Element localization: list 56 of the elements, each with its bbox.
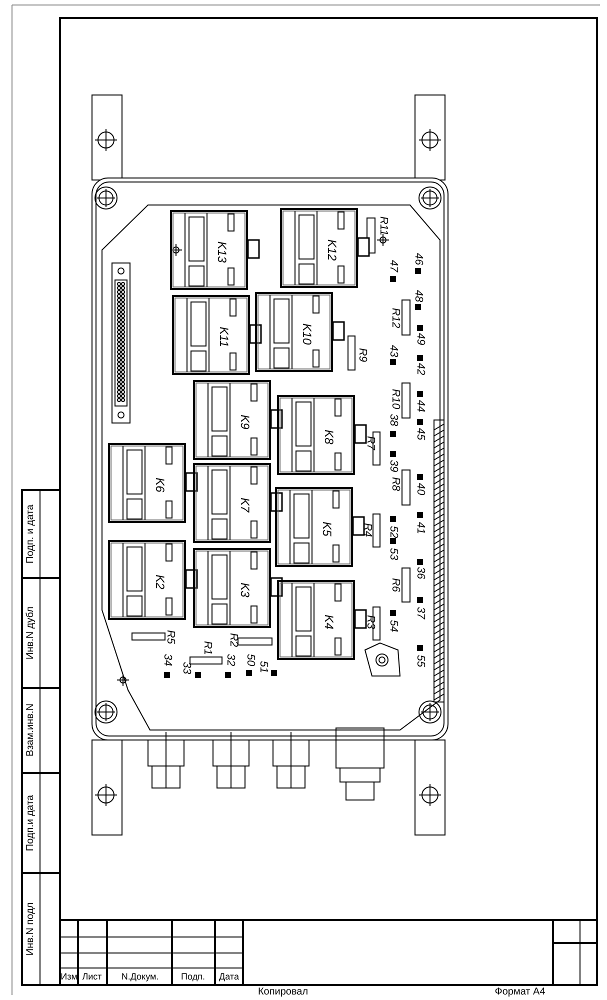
pin-number: 36 — [414, 566, 426, 580]
relay-label: K2 — [154, 574, 166, 590]
relay-label: K4 — [323, 614, 335, 630]
pin-number: 53 — [388, 548, 398, 560]
pin-number: 33 — [180, 662, 192, 674]
title-block-label: N.Докум. — [121, 972, 159, 982]
title-block-label: Взам.инв.N — [26, 704, 36, 756]
pin-number: 50 — [244, 654, 256, 666]
relay-label: K6 — [154, 478, 166, 492]
pin-number: 41 — [414, 522, 426, 534]
pin-number: 42 — [414, 362, 426, 376]
resistor-label: R12 — [390, 308, 400, 328]
resistor-label: R8 — [390, 476, 400, 492]
pin-number: 49 — [414, 332, 426, 346]
pin-number: 32 — [224, 654, 236, 666]
title-block-label: Изм — [60, 972, 78, 982]
resistor-label: R5 — [164, 630, 176, 644]
relay-label: K11 — [218, 326, 230, 348]
title-block-label: Лист — [82, 972, 102, 982]
relay-label: K12 — [326, 239, 338, 261]
pin-number: 34 — [162, 654, 172, 666]
title-block-label: Дата — [219, 972, 239, 982]
pin-number: 51 — [258, 660, 268, 674]
relay-label: K10 — [301, 323, 313, 345]
pin-number: 38 — [388, 414, 398, 426]
title-block-label: Инв.N дубл — [26, 606, 36, 660]
resistor-label: R6 — [390, 578, 400, 592]
relay-label: K7 — [239, 498, 251, 512]
relay-label: K3 — [239, 582, 251, 598]
resistor-label: R11 — [378, 216, 388, 236]
pin-number: 37 — [414, 606, 426, 620]
pin-number: 47 — [388, 260, 398, 272]
format-note: Копировал — [258, 986, 308, 998]
title-block-label: Подп.и дата — [26, 794, 36, 852]
pin-number: 52 — [388, 526, 398, 538]
resistor-label: R10 — [390, 388, 400, 410]
pin-number: 40 — [414, 482, 426, 496]
resistor-label: R4 — [362, 522, 372, 538]
title-block-label: Подп. и дата — [26, 504, 36, 564]
pin-number: 55 — [414, 654, 426, 668]
title-block-label: Инв.N подл — [26, 902, 36, 956]
pin-number: 45 — [414, 428, 426, 440]
pin-number: 54 — [388, 620, 398, 632]
pin-number: 46 — [412, 252, 424, 266]
pin-number: 48 — [412, 290, 424, 302]
relay-label: K8 — [323, 430, 335, 444]
resistor-label: R9 — [356, 348, 368, 362]
relay-label: K5 — [321, 522, 333, 536]
relay-label: K9 — [239, 414, 251, 430]
format-note: Формат A4 — [494, 986, 546, 998]
resistor-label: R1 — [202, 640, 212, 656]
pin-number: 44 — [414, 400, 426, 412]
pin-number: 39 — [388, 460, 398, 472]
pin-number: 43 — [388, 344, 398, 358]
title-block-label: Подп. — [181, 972, 205, 982]
relay-label: K13 — [216, 241, 228, 263]
